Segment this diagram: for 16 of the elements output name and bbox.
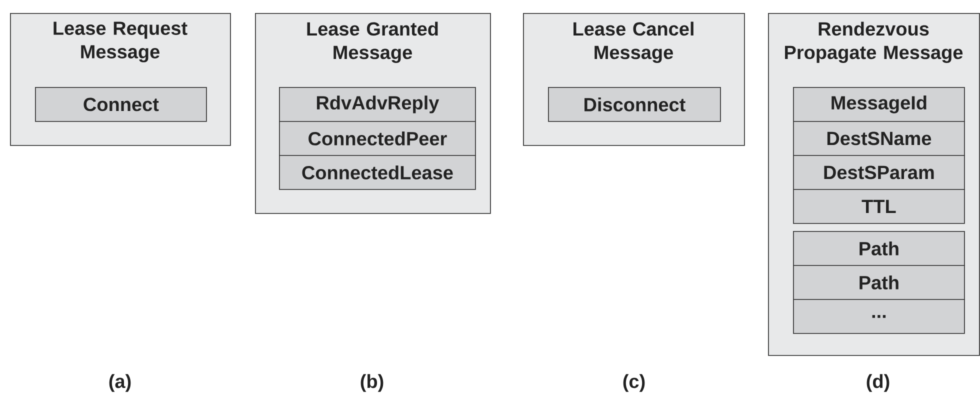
field-box: ConnectedLease [279,155,476,190]
panel-caption: (b) [360,374,384,392]
field-box: RdvAdvReply [279,87,476,122]
field-box: Path [793,265,965,300]
field-box: DestSName [793,121,965,156]
field-box: Disconnect [548,87,721,122]
field-box: DestSParam [793,155,965,190]
field-box: Connect [35,87,207,122]
panel-caption: (a) [109,374,131,392]
field-box: TTL [793,189,965,224]
field-box: Path [793,231,965,266]
field-box: ConnectedPeer [279,121,476,156]
panel-caption: (d) [866,374,890,392]
field-box: MessageId [793,87,965,122]
field-box: ... [793,299,965,334]
panel-caption: (c) [623,374,645,392]
